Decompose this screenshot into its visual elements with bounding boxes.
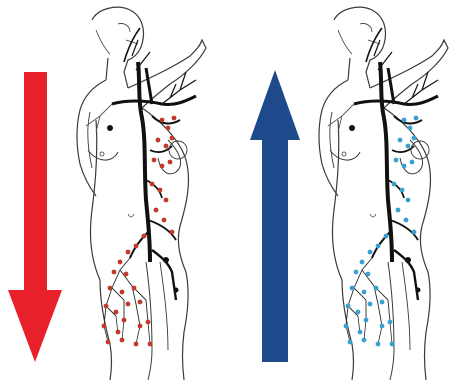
downward-arrow-icon	[8, 72, 62, 362]
body-figure-left	[77, 7, 206, 380]
left-panel	[8, 7, 206, 380]
upward-arrow-icon	[250, 70, 300, 362]
body-figure-right	[319, 7, 448, 380]
right-panel	[250, 7, 448, 380]
